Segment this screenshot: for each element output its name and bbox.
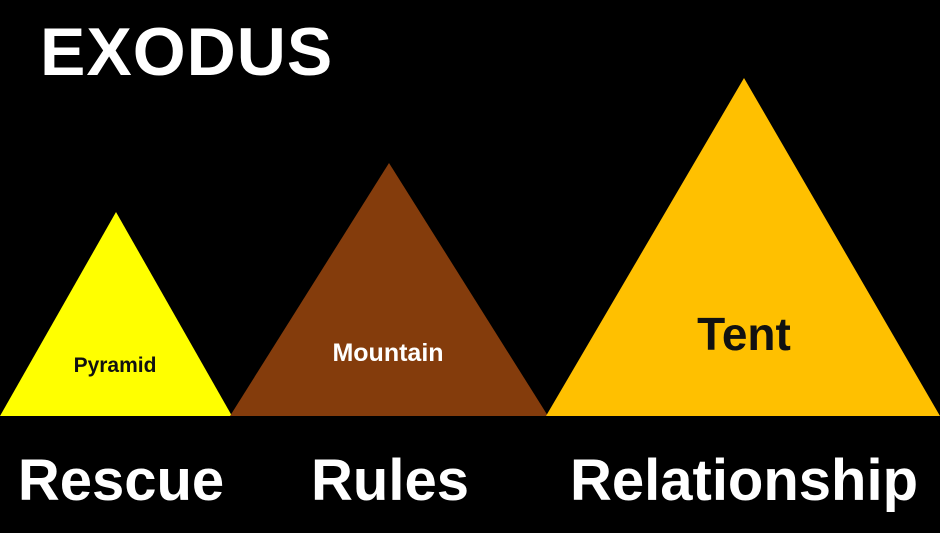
tent-label: Tent — [697, 308, 791, 360]
relationship-label: Relationship — [569, 448, 919, 513]
mountain-triangle — [230, 163, 548, 416]
rules-label: Rules — [311, 448, 469, 513]
pyramid-triangle — [0, 212, 232, 416]
pyramid-label: Pyramid — [74, 354, 157, 377]
mountain-label: Mountain — [332, 339, 443, 367]
rescue-label: Rescue — [17, 448, 225, 513]
slide-title: EXODUS — [40, 14, 334, 90]
tent-triangle — [546, 78, 940, 416]
